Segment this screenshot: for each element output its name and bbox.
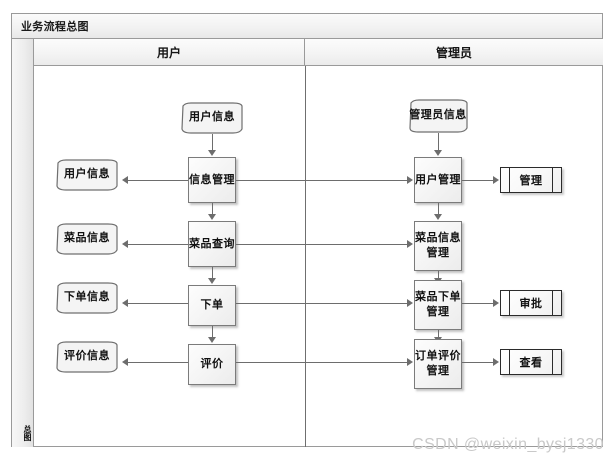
process-label: 评价: [200, 358, 224, 370]
document-shape-icon: [409, 99, 468, 133]
doc-dish-info-out: 菜品信息: [52, 223, 122, 255]
connector-a1-to-pp1: [462, 180, 494, 181]
lane-header-user: 用户: [34, 39, 305, 65]
connector-a1-to-a2: [438, 203, 439, 216]
process-user-management[interactable]: 用户管理: [414, 157, 462, 203]
arrowhead-down: [208, 214, 216, 220]
document-shape-icon: [56, 223, 118, 255]
connector-cross-2: [236, 244, 408, 245]
connector-cross-3: [236, 303, 408, 304]
vertical-band-label: 总图: [23, 425, 32, 441]
doc-label: 下单信息: [64, 291, 110, 303]
process-dish-query[interactable]: 菜品查询: [188, 221, 236, 267]
connector-p3-to-doc: [128, 303, 188, 304]
predefined-label: 查看: [519, 357, 543, 369]
connector-p4-to-doc: [128, 362, 188, 363]
predefined-manage[interactable]: 管理: [500, 167, 562, 193]
connector-start-to-p1: [212, 134, 213, 151]
lane-header-admin: 管理员: [435, 45, 472, 60]
document-shape-icon: [181, 102, 243, 134]
connector-p2-to-doc: [128, 244, 188, 245]
process-label: 菜品查询: [189, 237, 235, 250]
predefined-label: 审批: [519, 298, 543, 310]
connector-a4-to-pp3: [462, 362, 494, 363]
document-shape-icon: [56, 159, 118, 191]
predefined-approve[interactable]: 审批: [500, 290, 562, 316]
arrowhead-down: [208, 278, 216, 284]
lane-body: 用户信息 信息管理 菜品查询 下单 评价: [34, 66, 603, 447]
connector-p1-to-doc: [128, 180, 188, 181]
arrowhead-right: [493, 358, 499, 366]
process-label: 下单: [200, 299, 224, 311]
process-label: 菜品下单管理: [415, 291, 461, 318]
arrowhead-right: [407, 240, 413, 248]
process-label: 信息管理: [189, 173, 235, 186]
lane-divider: [305, 66, 306, 447]
doc-user-info-start: 用户信息: [177, 102, 247, 134]
doc-review-info-out: 评价信息: [52, 341, 122, 373]
process-label: 菜品信息管理: [415, 232, 461, 259]
predefined-label: 管理: [519, 175, 543, 187]
arrowhead-left: [122, 240, 128, 248]
process-dish-info-management[interactable]: 菜品信息管理: [414, 221, 462, 271]
arrowhead-right: [493, 299, 499, 307]
document-shape-icon: [56, 341, 118, 373]
process-place-order[interactable]: 下单: [188, 285, 236, 326]
connector-cross-1: [236, 180, 408, 181]
connector-p1-to-p2: [212, 203, 213, 216]
process-info-management[interactable]: 信息管理: [188, 157, 236, 203]
doc-label: 用户信息: [189, 111, 235, 123]
process-label: 订单评价管理: [415, 350, 461, 377]
doc-admin-info-start: 管理员信息: [405, 99, 471, 133]
swimlane-frame: 业务流程总图 总图 用户 管理员 用户信息 信: [11, 13, 603, 447]
arrowhead-right: [407, 176, 413, 184]
arrowhead-down: [208, 337, 216, 343]
connector-a3-to-a4: [438, 330, 439, 339]
doc-label: 用户信息: [64, 168, 110, 180]
doc-order-info-out: 下单信息: [52, 282, 122, 314]
document-shape-icon: [56, 282, 118, 314]
arrowhead-left: [122, 176, 128, 184]
doc-label: 管理员信息: [409, 109, 467, 121]
arrowhead-right: [493, 176, 499, 184]
process-dish-order-management[interactable]: 菜品下单管理: [414, 280, 462, 330]
vertical-band: 总图: [12, 39, 34, 447]
doc-user-info-out: 用户信息: [52, 159, 122, 191]
doc-label: 菜品信息: [64, 232, 110, 244]
arrowhead-left: [122, 299, 128, 307]
connector-cross-4: [236, 362, 408, 363]
connector-admin-start-to-p1: [438, 133, 439, 151]
doc-label: 评价信息: [64, 350, 110, 362]
lane-header-row: 用户 管理员: [34, 39, 603, 66]
connector-a2-to-a3: [438, 271, 439, 280]
page-title: 业务流程总图: [21, 21, 89, 33]
connector-a3-to-pp2: [462, 303, 494, 304]
arrowhead-down: [208, 150, 216, 156]
connector-p3-to-p4: [212, 326, 213, 339]
arrowhead-down: [434, 214, 442, 220]
process-review[interactable]: 评价: [188, 344, 236, 385]
process-label: 用户管理: [415, 173, 461, 186]
diagram-title-bar: 业务流程总图: [12, 14, 602, 39]
arrowhead-right: [407, 358, 413, 366]
arrowhead-left: [122, 358, 128, 366]
process-order-review-management[interactable]: 订单评价管理: [414, 339, 462, 389]
predefined-view[interactable]: 查看: [500, 349, 562, 375]
arrowhead-down: [434, 150, 442, 156]
arrowhead-right: [407, 299, 413, 307]
connector-p2-to-p3: [212, 267, 213, 280]
